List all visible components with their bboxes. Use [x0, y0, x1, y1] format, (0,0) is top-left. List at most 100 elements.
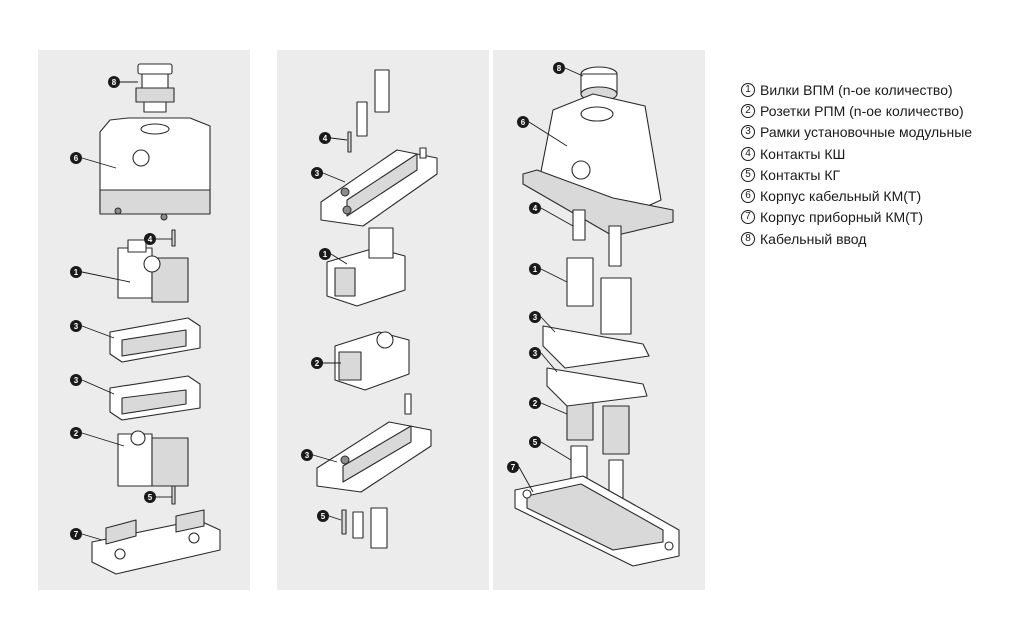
legend-label: Вилки ВПМ (n-ое количество)	[760, 81, 953, 98]
contacts-bottom-part	[341, 507, 388, 549]
legend-number: 1	[741, 82, 755, 97]
callout-2: 2	[70, 427, 125, 447]
mounting-frame-part	[542, 325, 650, 369]
callout-3: 3	[529, 347, 558, 373]
callout-1: 1	[70, 266, 131, 283]
exploded-view-panel-1: 8 6 4 1 3 3 2 5 7	[38, 50, 250, 590]
pin-contact-part	[171, 229, 176, 247]
callout-8: 8	[108, 76, 138, 88]
exploded-diagram-2: 4 3 1 2 3 5	[301, 69, 438, 549]
callout-8: 8	[553, 62, 584, 77]
legend-number: 4	[741, 146, 755, 161]
legend-number: 5	[741, 167, 755, 182]
legend-label: Контакты КШ	[760, 145, 846, 162]
svg-text:3: 3	[74, 322, 79, 331]
cable-gland-part	[580, 66, 618, 102]
legend-label: Корпус приборный КМ(Т)	[760, 209, 924, 226]
socket-module-part	[334, 331, 410, 391]
svg-text:4: 4	[148, 235, 153, 244]
svg-text:8: 8	[112, 78, 117, 87]
callout-7: 7	[507, 461, 534, 493]
svg-text:3: 3	[74, 376, 79, 385]
legend-label: Рамки установочные модульные	[760, 124, 973, 141]
callout-3: 3	[529, 311, 556, 333]
callout-3: 3	[301, 449, 338, 463]
legend-item: 7 Корпус приборный КМ(Т)	[741, 207, 972, 228]
svg-text:2: 2	[74, 429, 79, 438]
mounting-frame-part	[546, 367, 648, 407]
device-housing-part	[514, 475, 680, 567]
callout-3: 3	[311, 167, 346, 183]
exploded-view-panel-3: 8 6 4 1 3 3 2 5 7	[493, 50, 705, 590]
legend-label: Розетки РПМ (n-ое количество)	[760, 102, 964, 119]
svg-text:5: 5	[321, 512, 326, 521]
svg-text:5: 5	[148, 493, 153, 502]
legend-label: Корпус кабельный КМ(Т)	[760, 188, 922, 205]
socket-contact-part	[171, 485, 176, 505]
svg-text:3: 3	[315, 169, 320, 178]
callout-4: 4	[319, 132, 348, 144]
legend-item: 8 Кабельный ввод	[741, 228, 972, 249]
callout-4: 4	[529, 202, 574, 227]
plug-module-part	[117, 239, 189, 303]
device-housing-part	[91, 509, 221, 575]
callout-3: 3	[70, 374, 115, 395]
plug-module-part	[326, 227, 406, 307]
svg-text:6: 6	[74, 154, 79, 163]
mounting-frame-part	[109, 375, 201, 421]
exploded-view-panel-2: 4 3 1 2 3 5	[277, 50, 489, 590]
svg-text:8: 8	[557, 64, 562, 73]
legend-item: 2 Розетки РПМ (n-ое количество)	[741, 100, 972, 121]
legend-number: 7	[741, 210, 755, 225]
svg-text:7: 7	[74, 530, 79, 539]
callout-6: 6	[70, 152, 117, 169]
legend-item: 4 Контакты КШ	[741, 143, 972, 164]
cable-housing-part	[99, 117, 211, 221]
legend-label: Кабельный ввод	[760, 230, 867, 247]
contacts-top-part	[347, 69, 390, 153]
svg-text:3: 3	[533, 313, 538, 322]
callout-5: 5	[317, 510, 342, 522]
callout-1: 1	[529, 263, 568, 283]
cable-housing-part	[522, 93, 674, 237]
legend-label: Контакты КГ	[760, 166, 841, 183]
legend-item: 5 Контакты КГ	[741, 164, 972, 185]
svg-text:2: 2	[533, 399, 538, 408]
svg-text:1: 1	[533, 265, 538, 274]
legend-number: 8	[741, 231, 755, 246]
callout-2: 2	[311, 357, 341, 369]
callout-6: 6	[517, 116, 568, 147]
svg-text:6: 6	[521, 118, 526, 127]
svg-text:5: 5	[533, 438, 538, 447]
legend-item: 6 Корпус кабельный КМ(Т)	[741, 185, 972, 206]
callout-3: 3	[70, 320, 115, 339]
callout-1: 1	[319, 248, 348, 265]
svg-text:2: 2	[315, 359, 320, 368]
legend-item: 1 Вилки ВПМ (n-ое количество)	[741, 79, 972, 100]
insert-column-right	[600, 225, 632, 509]
legend-item: 3 Рамки установочные модульные	[741, 122, 972, 143]
callout-2: 2	[529, 397, 568, 415]
svg-text:4: 4	[323, 134, 328, 143]
parts-legend: 1 Вилки ВПМ (n-ое количество) 2 Розетки РП…	[741, 79, 972, 249]
exploded-diagram-1: 8 6 4 1 3 3 2 5 7	[70, 63, 221, 575]
callout-4: 4	[144, 233, 172, 245]
svg-text:7: 7	[511, 463, 516, 472]
callout-5: 5	[529, 436, 572, 461]
svg-text:3: 3	[305, 451, 310, 460]
svg-text:1: 1	[74, 268, 79, 277]
svg-text:3: 3	[533, 349, 538, 358]
callout-5: 5	[144, 491, 172, 503]
exploded-diagram-3: 8 6 4 1 3 3 2 5 7	[507, 62, 680, 567]
svg-text:1: 1	[323, 250, 328, 259]
mounting-frame-part	[109, 317, 201, 363]
cable-gland-part	[135, 63, 175, 113]
legend-number: 3	[741, 125, 755, 140]
socket-module-part	[117, 430, 189, 487]
svg-text:4: 4	[533, 204, 538, 213]
callout-7: 7	[70, 528, 103, 541]
mounting-frame-part	[316, 393, 432, 493]
legend-number: 2	[741, 103, 755, 118]
legend-number: 6	[741, 189, 755, 204]
mounting-frame-part	[320, 147, 438, 227]
